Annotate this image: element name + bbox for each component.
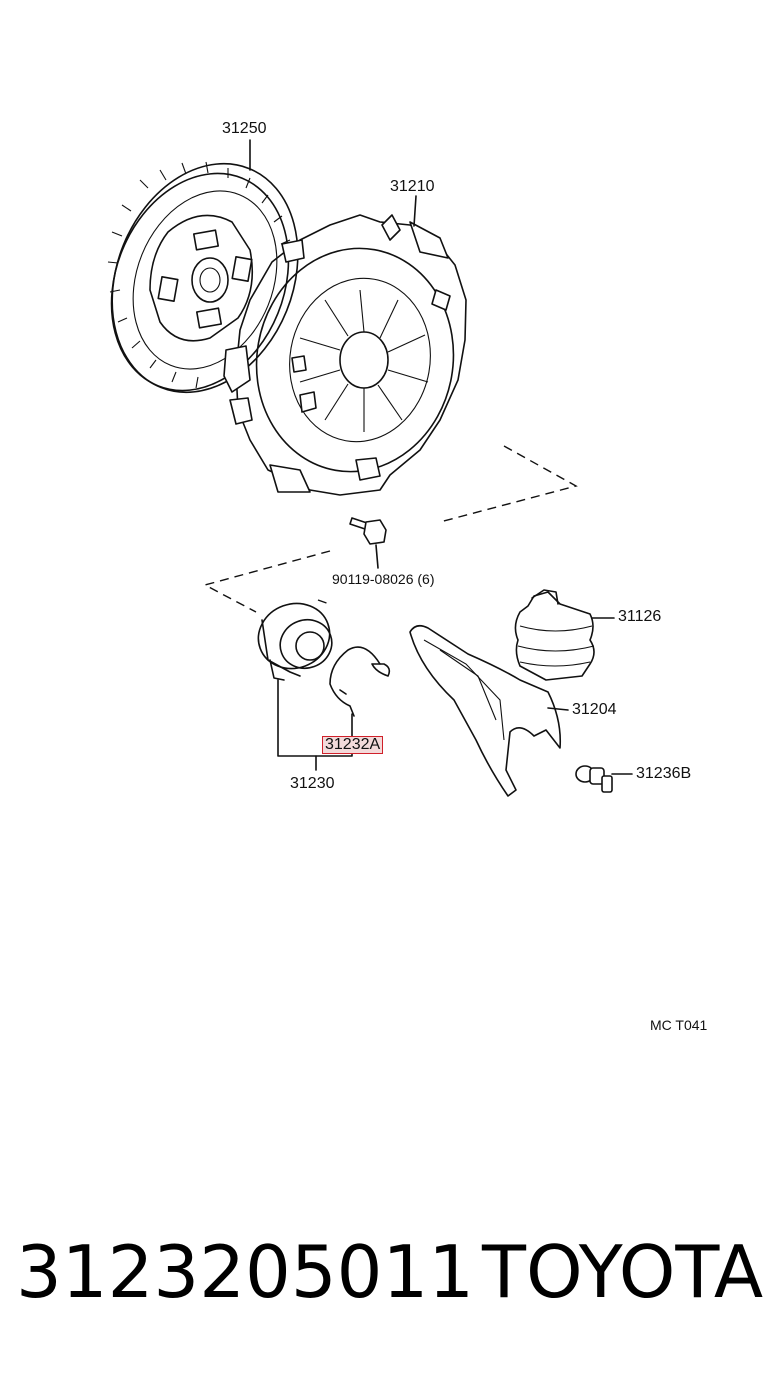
footer-brand: TOYOTA xyxy=(482,1230,764,1314)
callout-clutch-cover: 31210 xyxy=(390,178,435,195)
callout-cover-bolt: 90119-08026 (6) xyxy=(332,571,435,587)
page-code: MC T041 xyxy=(650,1017,708,1033)
callout-release-fork: 31204 xyxy=(572,701,617,718)
release-fork-boot-drawing xyxy=(514,589,615,681)
callout-bearing-clip: 31232A xyxy=(322,736,384,754)
callout-boot: 31126 xyxy=(618,608,662,625)
clutch-disc-drawing xyxy=(107,161,299,394)
release-bearing-bracket xyxy=(277,679,353,771)
assembly-dashed-lines xyxy=(203,445,578,613)
bearing-clip-drawing xyxy=(329,646,391,717)
release-bearing-drawing xyxy=(257,602,333,681)
callout-fork-support: 31236B xyxy=(636,765,692,782)
fork-support-drawing xyxy=(575,765,633,793)
leader-31210 xyxy=(413,195,417,227)
callout-release-bearing: 31230 xyxy=(290,775,335,792)
callout-clutch-disc: 31250 xyxy=(222,120,267,137)
release-fork-drawing xyxy=(409,624,569,797)
footer-part-number: 3123205011 xyxy=(16,1230,475,1314)
cover-bolt-drawing xyxy=(349,517,387,569)
clutch-cover-drawing xyxy=(223,214,467,496)
